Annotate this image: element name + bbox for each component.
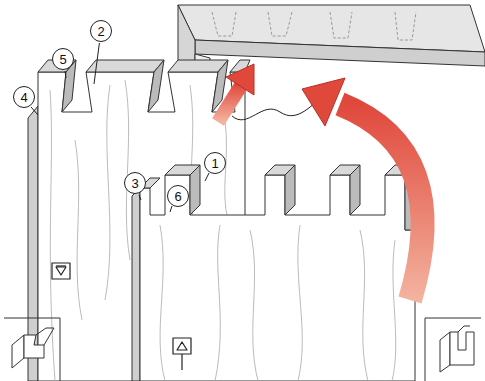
callout-number: 4	[20, 91, 27, 104]
curved-arrow	[302, 78, 423, 300]
callout-number: 5	[59, 53, 66, 66]
callout-number: 1	[211, 157, 218, 170]
callout-circle: 6	[167, 185, 189, 207]
callout-circle: 4	[13, 86, 35, 108]
callout-circle: 3	[124, 172, 146, 194]
callout-circle: 1	[204, 152, 226, 174]
callout-circle: 2	[90, 20, 112, 42]
callout-circle: 5	[52, 48, 74, 70]
inset-icon-right	[425, 318, 481, 381]
pin-board	[132, 165, 415, 381]
callout-number: 6	[174, 190, 181, 203]
small-arrow	[218, 64, 254, 122]
callout-number: 2	[97, 25, 104, 38]
inset-icon-left	[4, 318, 60, 381]
callout-number: 3	[131, 177, 138, 190]
leader-lines	[31, 43, 209, 212]
